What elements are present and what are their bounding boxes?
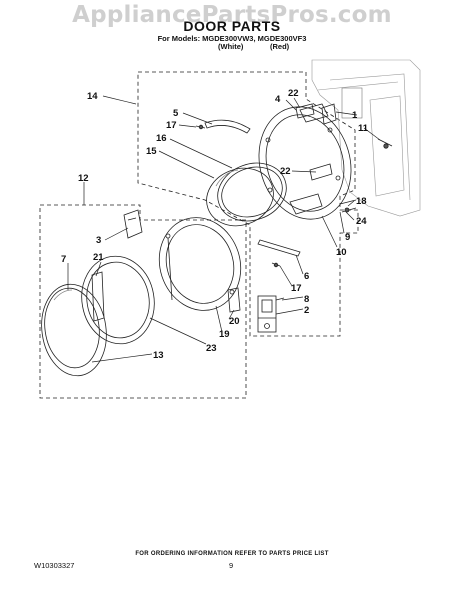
callout-17-lower: 17 [291, 283, 302, 294]
part-23-window [81, 255, 155, 345]
callout-10: 10 [336, 247, 347, 258]
callout-7: 7 [61, 254, 66, 265]
group-14-boundary [137, 71, 359, 337]
part-2-8-hinge-assembly [257, 295, 285, 333]
part-22-hinge [295, 103, 315, 119]
callout-8: 8 [304, 294, 309, 305]
page-number: 9 [229, 561, 234, 570]
callout-13: 13 [153, 350, 164, 361]
watermark-text: AppliancePartsPros.com [72, 2, 392, 28]
part-17-screw-upper [195, 124, 206, 130]
part-10-door-frame [258, 103, 352, 220]
part-1-inner-panel [321, 103, 337, 125]
part-22-latch [309, 163, 333, 181]
callout-19: 19 [219, 329, 230, 340]
part-16-gasket [217, 162, 287, 222]
leader-lines [67, 95, 381, 363]
callout-16: 16 [156, 133, 167, 144]
part-19-door-ring [158, 217, 242, 311]
callout-21: 21 [93, 252, 104, 263]
document-code: W10303327 [34, 561, 75, 570]
variant-red-label: (Red) [270, 42, 290, 51]
callout-12: 12 [78, 173, 89, 184]
part-11-screw [377, 138, 393, 149]
callout-9: 9 [345, 232, 350, 243]
callout-22-lower: 22 [280, 166, 291, 177]
variant-white-label: (White) [218, 42, 244, 51]
callout-2: 2 [304, 305, 309, 316]
callout-11: 11 [358, 123, 369, 134]
model-numbers: For Models: MGDE300VW3, MGDE300VF3 [157, 34, 307, 43]
callout-6: 6 [304, 271, 309, 282]
callout-1: 1 [352, 110, 358, 121]
part-15-glass-bowl [206, 167, 274, 227]
callout-15: 15 [146, 146, 157, 157]
callout-24: 24 [356, 216, 367, 227]
callout-14: 14 [87, 91, 98, 102]
callout-23: 23 [206, 343, 217, 354]
dryer-cabinet [311, 59, 421, 217]
part-3-bracket [123, 209, 143, 239]
callout-17-upper: 17 [166, 120, 177, 131]
callout-3: 3 [96, 235, 101, 246]
part-5-upper-handle [204, 119, 251, 134]
callout-4: 4 [275, 94, 281, 105]
ordering-note: FOR ORDERING INFORMATION REFER TO PARTS … [135, 551, 329, 557]
part-7-13-outer-door [41, 283, 107, 377]
part-6-lower-handle [257, 239, 301, 257]
part-20-latch [227, 287, 241, 313]
callout-18: 18 [356, 196, 367, 207]
callout-5: 5 [173, 108, 179, 119]
callout-20: 20 [229, 316, 240, 327]
part-17-screw-lower [271, 262, 281, 268]
part-18-24-hinge-pins [339, 199, 357, 213]
page-title: DOOR PARTS [183, 18, 281, 34]
group-12-boundary [39, 204, 247, 399]
callout-22-upper: 22 [288, 88, 299, 99]
